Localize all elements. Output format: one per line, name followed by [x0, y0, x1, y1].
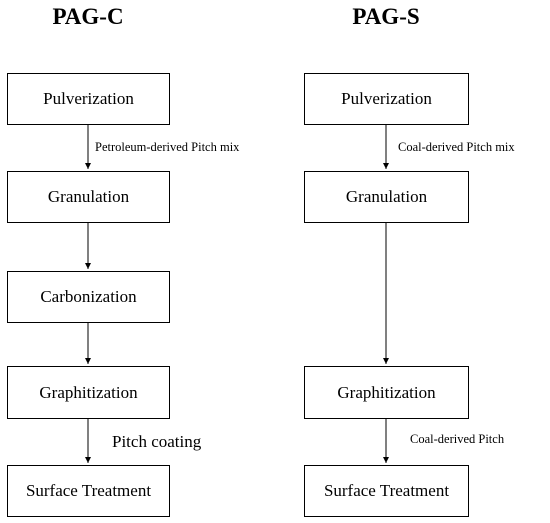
- pag-s-title: PAG-S: [352, 4, 420, 29]
- pag-c-annotation-petroleum-pitch-mix: Petroleum-derived Pitch mix: [95, 140, 240, 154]
- pag-s-step-granulation: Granulation: [304, 171, 469, 223]
- pag-s-step-pulverization: Pulverization: [304, 73, 469, 125]
- pag-s-annotation-coal-pitch: Coal-derived Pitch: [410, 432, 505, 446]
- pag-c-annotation-pitch-coating: Pitch coating: [112, 432, 202, 451]
- pag-s-step-graphitization: Graphitization: [304, 366, 469, 419]
- pag-c-step-surface-treatment: Surface Treatment: [7, 465, 170, 517]
- pag-c-title: PAG-C: [52, 4, 124, 29]
- pag-c-step-pulverization: Pulverization: [7, 73, 170, 125]
- pag-c-step-carbonization: Carbonization: [7, 271, 170, 323]
- pag-c-step-graphitization: Graphitization: [7, 366, 170, 419]
- pag-c-step-granulation: Granulation: [7, 171, 170, 223]
- pag-s-step-surface-treatment: Surface Treatment: [304, 465, 469, 517]
- pag-s-annotation-coal-pitch-mix: Coal-derived Pitch mix: [398, 140, 515, 154]
